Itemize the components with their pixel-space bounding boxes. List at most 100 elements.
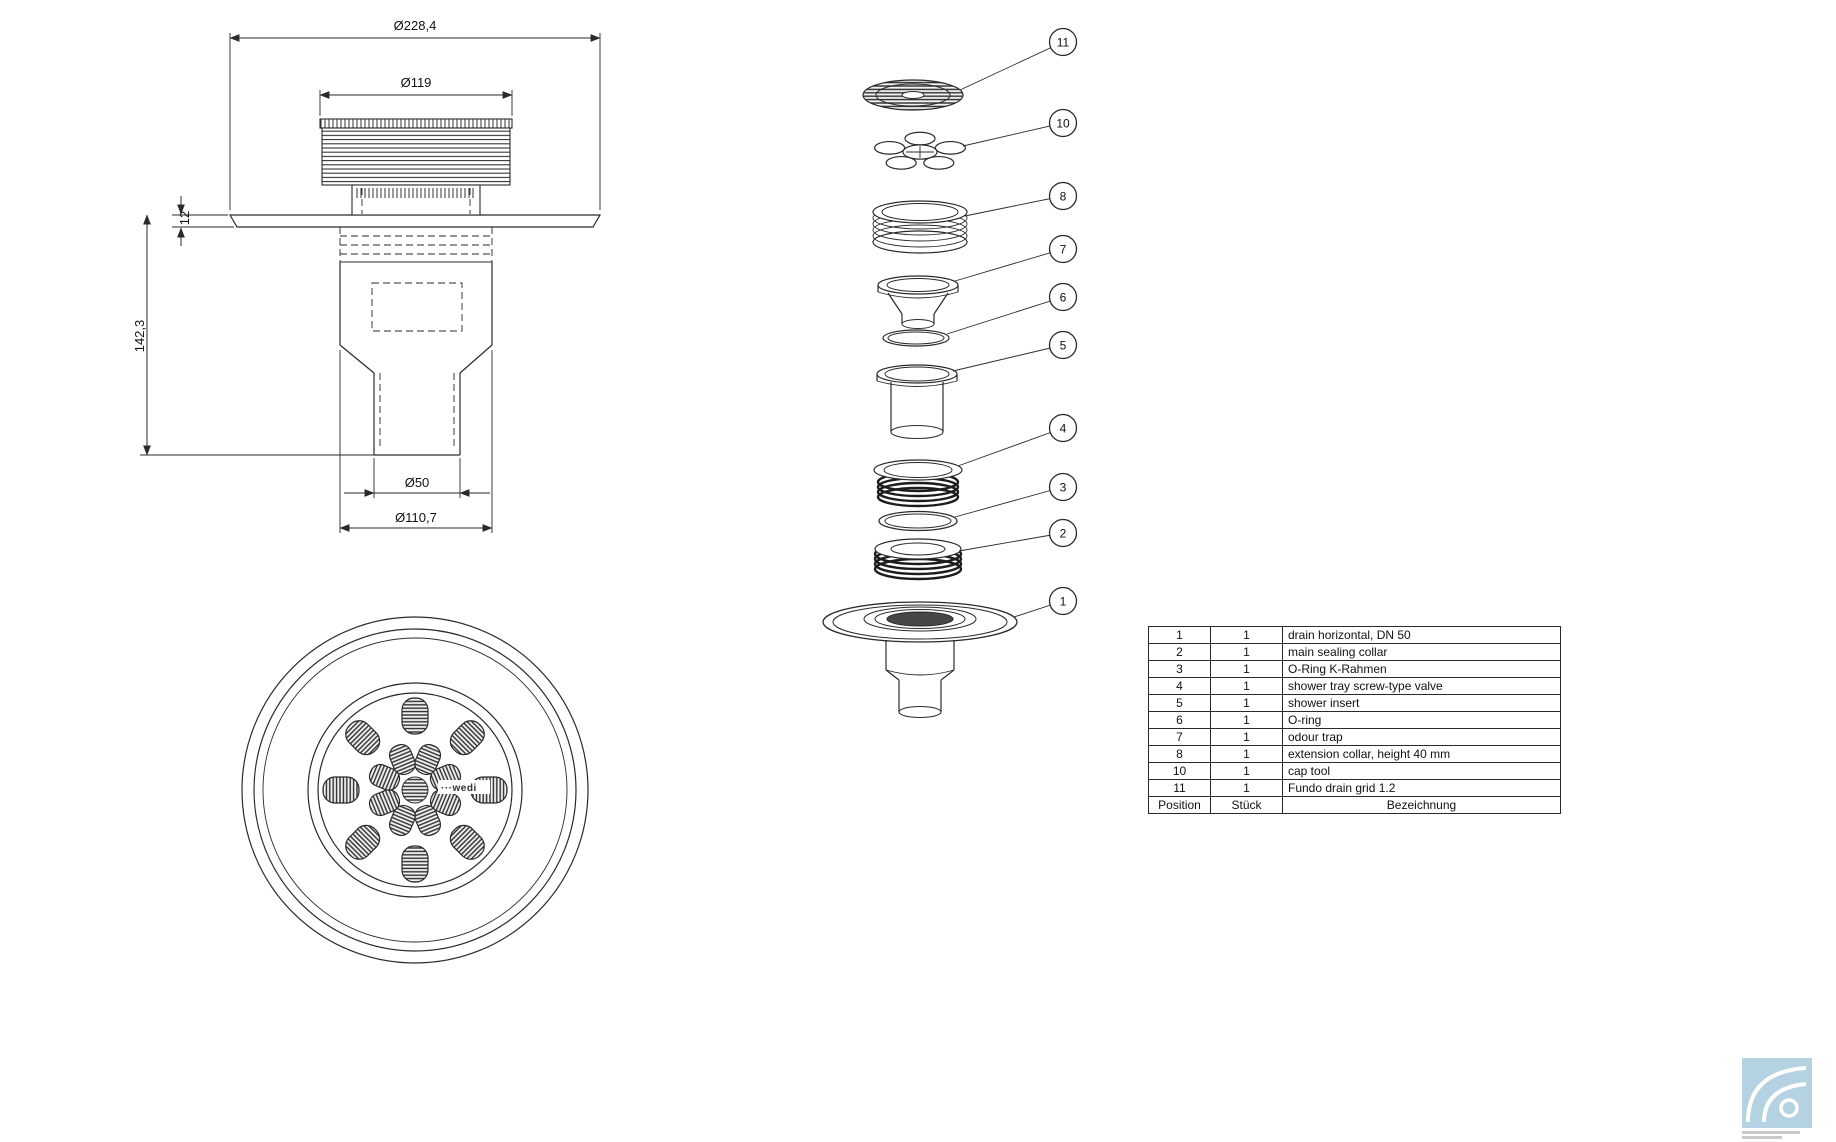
part-name: odour trap [1282, 728, 1561, 746]
brand-logo-graphic [1742, 1058, 1812, 1128]
table-row: 2 1 main sealing collar [1148, 643, 1561, 661]
balloon-number: 5 [1060, 339, 1067, 353]
balloon-number: 10 [1056, 117, 1070, 131]
balloon-10: 10 [962, 108, 1078, 147]
part-8-extension-collar [872, 200, 968, 254]
brand-logo [1742, 1058, 1814, 1139]
header-qty: Stück [1210, 796, 1283, 814]
balloons: 11 10 8 7 6 [946, 27, 1078, 618]
balloon-number: 4 [1060, 422, 1067, 436]
part-name: shower tray screw-type valve [1282, 677, 1561, 695]
collar-ribbed-body [321, 127, 511, 186]
part-qty: 1 [1210, 677, 1283, 695]
table-row: 5 1 shower insert [1148, 694, 1561, 712]
part-name: O-ring [1282, 711, 1561, 729]
thread-hatch [356, 188, 476, 198]
balloon-number: 7 [1060, 243, 1067, 257]
part-7-odour-trap [877, 275, 959, 329]
table-row: 1 1 drain horizontal, DN 50 [1148, 626, 1561, 644]
part-4-screw-valve [873, 459, 963, 508]
part-qty: 1 [1210, 745, 1283, 763]
flange-outer-circle [241, 616, 589, 964]
table-header-row: Position Stück Bezeichnung [1148, 796, 1561, 814]
top-view: ···wedi [241, 616, 589, 964]
grid-center-hub [401, 776, 429, 804]
part-qty: 1 [1210, 660, 1283, 678]
part-name: Fundo drain grid 1.2 [1282, 779, 1561, 797]
dim-body-diameter-label: Ø110,7 [395, 510, 437, 525]
logo-clear-area [438, 780, 490, 794]
part-qty: 1 [1210, 694, 1283, 712]
part-6-o-ring [882, 329, 950, 347]
dim-grid-diameter-label: Ø119 [401, 75, 432, 90]
balloon-3: 3 [954, 472, 1078, 518]
balloon-1: 1 [1013, 586, 1078, 618]
part-name: cap tool [1282, 762, 1561, 780]
part-name: extension collar, height 40 mm [1282, 745, 1561, 763]
balloon-7: 7 [954, 234, 1078, 282]
part-position: 3 [1148, 660, 1211, 678]
part-qty: 1 [1210, 626, 1283, 644]
part-name: shower insert [1282, 694, 1561, 712]
dimensions: Ø228,4 Ø119 12 142,3 Ø50 [132, 18, 601, 533]
table-row: 7 1 odour trap [1148, 728, 1561, 746]
part-position: 8 [1148, 745, 1211, 763]
grid-rim-circle [307, 682, 523, 898]
part-position: 2 [1148, 643, 1211, 661]
part-position: 6 [1148, 711, 1211, 729]
flange-plate [228, 214, 602, 228]
parts-table: 1 1 drain horizontal, DN 50 2 1 main sea… [1148, 626, 1561, 814]
balloon-8: 8 [964, 181, 1078, 217]
part-2-sealing-collar [873, 538, 963, 581]
balloon-5: 5 [952, 330, 1078, 372]
part-position: 10 [1148, 762, 1211, 780]
balloon-2: 2 [958, 518, 1078, 552]
balloon-number: 6 [1060, 291, 1067, 305]
part-qty: 1 [1210, 643, 1283, 661]
exploded-view [822, 79, 1018, 718]
dim-flange-thickness-label: 12 [177, 211, 192, 225]
table-row: 8 1 extension collar, height 40 mm [1148, 745, 1561, 763]
part-qty: 1 [1210, 779, 1283, 797]
balloon-number: 11 [1057, 36, 1070, 50]
part-1-drain-body [822, 601, 1018, 718]
part-3-o-ring [878, 510, 958, 532]
dim-total-height-label: 142,3 [132, 320, 147, 353]
balloon-6: 6 [946, 282, 1078, 335]
part-position: 11 [1148, 779, 1211, 797]
header-name: Bezeichnung [1282, 796, 1561, 814]
part-qty: 1 [1210, 711, 1283, 729]
part-name: main sealing collar [1282, 643, 1561, 661]
balloon-number: 3 [1060, 481, 1067, 495]
hidden-inner-housing [371, 282, 463, 332]
part-qty: 1 [1210, 762, 1283, 780]
part-position: 5 [1148, 694, 1211, 712]
part-11-drain-grid [862, 79, 964, 111]
balloon-number: 8 [1060, 190, 1067, 204]
part-position: 1 [1148, 626, 1211, 644]
grid-band [319, 118, 513, 129]
header-position: Position [1148, 796, 1211, 814]
table-row: 11 1 Fundo drain grid 1.2 [1148, 779, 1561, 797]
part-position: 7 [1148, 728, 1211, 746]
dim-pipe-diameter-label: Ø50 [405, 475, 430, 490]
part-5-shower-insert [876, 364, 958, 439]
part-10-cap-tool [875, 132, 966, 169]
section-view [228, 118, 602, 456]
part-name: O-Ring K-Rahmen [1282, 660, 1561, 678]
table-row: 10 1 cap tool [1148, 762, 1561, 780]
table-row: 6 1 O-ring [1148, 711, 1561, 729]
table-row: 3 1 O-Ring K-Rahmen [1148, 660, 1561, 678]
part-position: 4 [1148, 677, 1211, 695]
part-name: drain horizontal, DN 50 [1282, 626, 1561, 644]
table-row: 4 1 shower tray screw-type valve [1148, 677, 1561, 695]
balloon-number: 2 [1060, 527, 1067, 541]
brand-caption-lines [1742, 1131, 1814, 1139]
balloon-number: 1 [1060, 595, 1067, 609]
balloon-4: 4 [957, 413, 1078, 467]
balloon-11: 11 [959, 27, 1078, 91]
dim-outer-diameter-label: Ø228,4 [394, 18, 437, 33]
wedi-logo-text: ···wedi [441, 783, 477, 794]
